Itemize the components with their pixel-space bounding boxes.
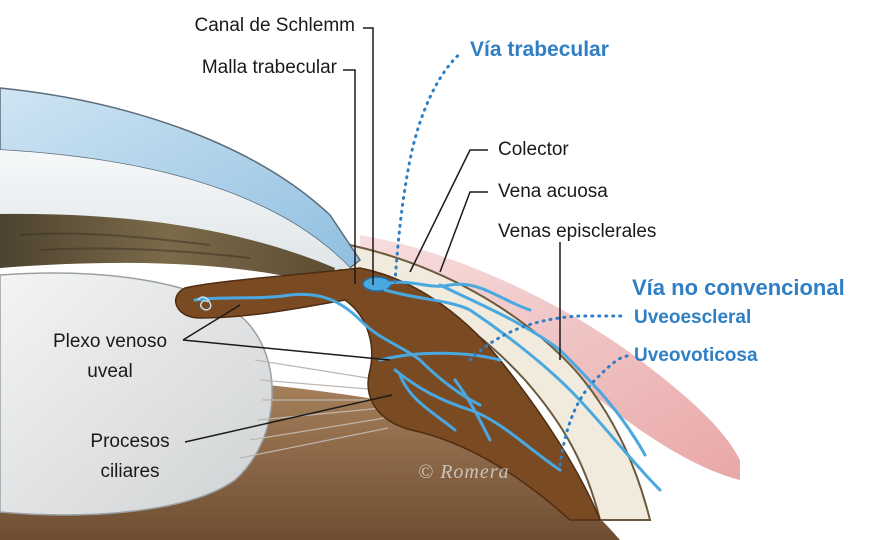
- watermark: © Romera: [418, 462, 510, 482]
- label-uveovoticosa: Uveovoticosa: [634, 346, 758, 365]
- label-venas-episclerales: Venas episclerales: [498, 222, 656, 241]
- label-ciliares: ciliares: [70, 462, 190, 481]
- title-via-no-convencional: Vía no convencional: [632, 277, 845, 299]
- title-via-trabecular: Vía trabecular: [470, 39, 609, 60]
- label-plexo-venoso: Plexo venoso: [40, 332, 180, 351]
- label-malla-trabecular: Malla trabecular: [202, 58, 337, 77]
- label-canal-schlemm: Canal de Schlemm: [194, 16, 355, 35]
- label-uveoescleral: Uveoescleral: [634, 308, 751, 327]
- label-plexo-uveal: uveal: [40, 362, 180, 381]
- label-procesos: Procesos: [70, 432, 190, 451]
- label-vena-acuosa: Vena acuosa: [498, 182, 608, 201]
- label-colector: Colector: [498, 140, 569, 159]
